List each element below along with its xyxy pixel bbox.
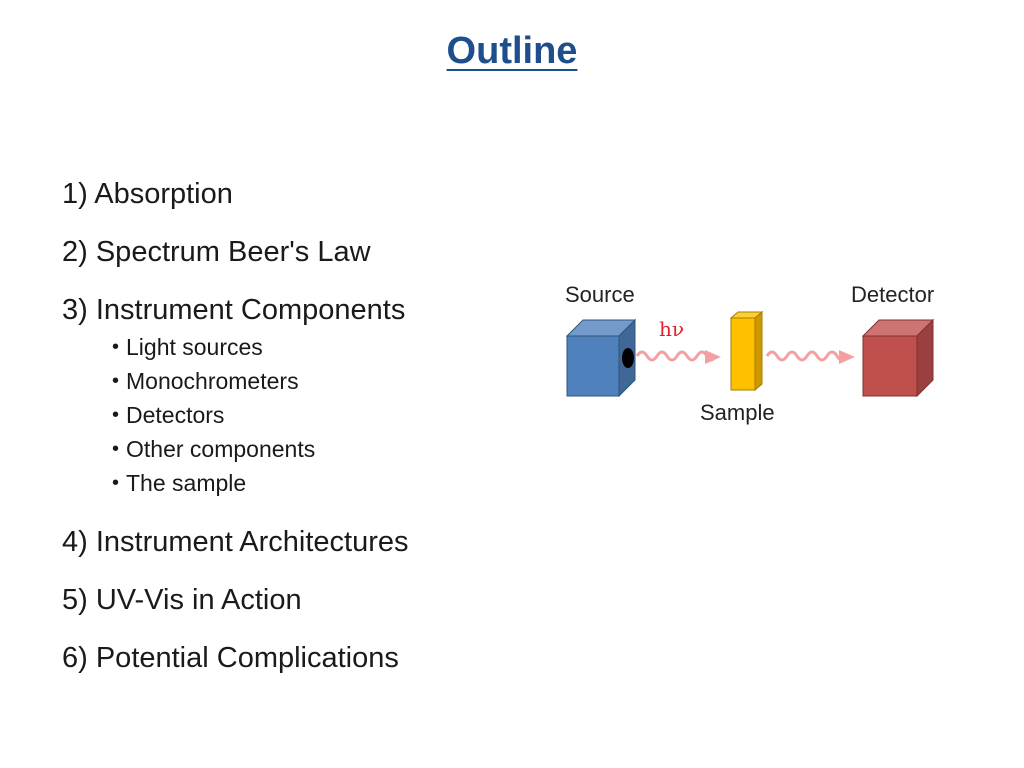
source-cube [565,318,637,398]
sample-label: Sample [700,400,775,425]
outline-item-2: 2) Spectrum Beer's Law [62,236,371,268]
subitem-the-sample: •The sample [112,466,522,500]
outline-list: 1) Absorption 2) Spectrum Beer's Law 3) … [62,176,522,698]
bullet-icon: • [112,404,120,426]
outline-item-3: 3) Instrument Components [62,294,406,326]
sample-cuvette [729,310,764,392]
spectrometer-diagram: Source Detector Sample hν [555,280,975,430]
wave-arrow-2 [839,350,855,364]
outline-item-6: 6) Potential Complications [62,642,399,674]
bullet-icon: • [112,438,120,460]
source-cube-front [566,335,620,397]
wave-arrow-1 [705,350,721,364]
source-label: Source [565,282,635,307]
bullet-icon: • [112,336,120,358]
bullet-icon: • [112,370,120,392]
outline-item-1: 1) Absorption [62,178,233,210]
subitem-light-sources: •Light sources [112,330,522,364]
light-wave-1 [635,350,717,362]
spectrometer-diagram-svg [565,310,935,398]
subitem-monochrometers: •Monochrometers [112,364,522,398]
detector-cube [861,318,935,398]
outline-item-4: 4) Instrument Architectures [62,526,409,558]
sample-side [754,310,763,392]
outline-item-5: 5) UV-Vis in Action [62,584,302,616]
source-aperture [622,348,634,368]
photon-energy-label: hν [659,317,685,341]
outline-subitems: •Light sources •Monochrometers •Detector… [62,330,522,500]
slide-title: Outline [446,30,578,72]
subitem-other-components: •Other components [112,432,522,466]
bullet-icon: • [112,472,120,494]
detector-label: Detector [851,282,935,307]
light-wave-2 [765,350,847,362]
subitem-detectors: •Detectors [112,398,522,432]
detector-cube-front [862,335,918,397]
sample-front [730,317,756,391]
